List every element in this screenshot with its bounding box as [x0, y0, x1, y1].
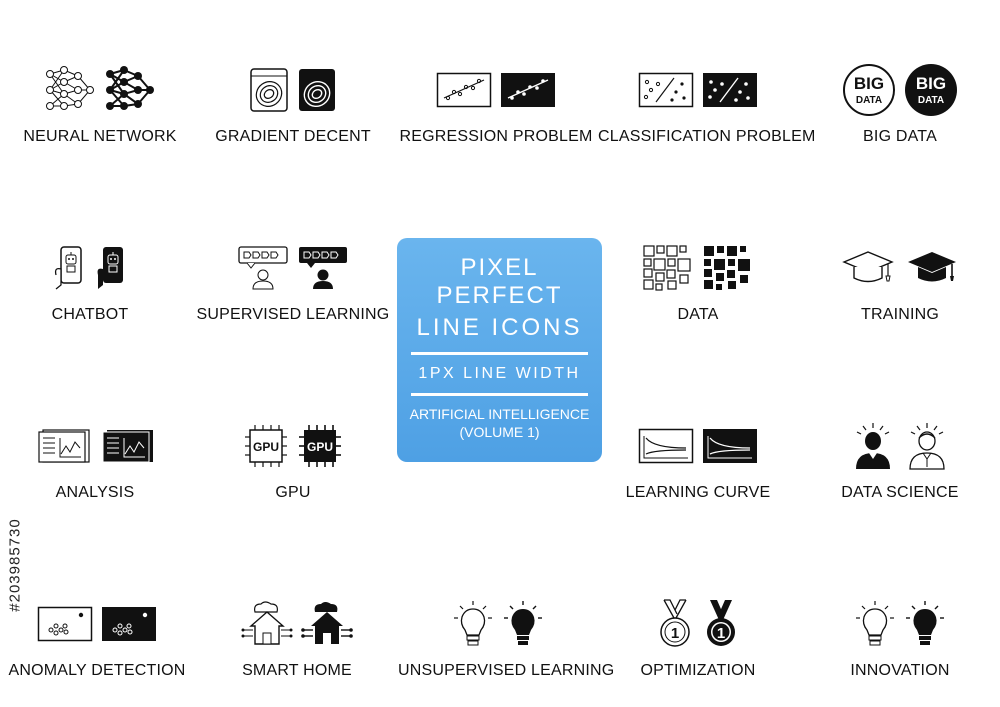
- icon-card-data: DATA: [598, 238, 798, 324]
- data-grid-icon: [702, 244, 754, 292]
- icon-label: GRADIENT DECENT: [215, 128, 371, 145]
- learning-curve-icon: [702, 428, 758, 464]
- neural-network-icon: [104, 66, 156, 114]
- gradient-descent-icon: [297, 67, 337, 113]
- lightbulb-icon: [904, 600, 946, 648]
- icon-label: SMART HOME: [242, 662, 352, 679]
- badge-bottom-text: DATA: [918, 95, 944, 106]
- icon-card-gradient-descent: GRADIENT DECENT: [193, 60, 393, 146]
- graduation-cap-icon: [840, 248, 896, 288]
- anomaly-detection-icon: [101, 606, 157, 642]
- stock-id-vertical: #203985730: [5, 470, 25, 660]
- icon-label: REGRESSION PROBLEM: [399, 128, 593, 145]
- regression-chart-icon: [500, 72, 556, 108]
- gpu-chip-icon: GPU: [297, 423, 343, 469]
- regression-chart-icon: [436, 72, 492, 108]
- classification-chart-icon: [702, 72, 758, 108]
- icon-label: TRAINING: [860, 306, 940, 323]
- icon-card-analysis: ANALYSIS: [0, 416, 195, 502]
- gpu-chip-icon: GPU: [243, 423, 289, 469]
- gradient-descent-icon: [249, 67, 289, 113]
- medal-icon: 1: [702, 598, 740, 650]
- icon-card-innovation: INNOVATION: [800, 594, 1000, 680]
- chip-text: GPU: [307, 440, 333, 454]
- icon-label: DATA: [677, 306, 719, 323]
- chatbot-phone-icon: [52, 245, 86, 291]
- analysis-document-icon: [99, 428, 155, 464]
- icon-card-supervised-learning: SUPERVISED LEARNING: [193, 238, 393, 324]
- big-data-badge-icon: BIG DATA: [904, 63, 958, 117]
- icon-card-regression-problem: REGRESSION PROBLEM: [396, 60, 596, 146]
- chatbot-phone-icon: [94, 245, 128, 291]
- icon-label: BIG DATA: [863, 128, 937, 145]
- icon-label: GPU: [275, 484, 311, 501]
- icon-label: ANOMALY DETECTION: [8, 662, 186, 679]
- icon-card-training: TRAINING: [800, 238, 1000, 324]
- chip-text: GPU: [253, 440, 279, 454]
- smart-home-icon: [241, 600, 293, 648]
- panel-volume: (VOLUME 1): [459, 424, 540, 440]
- supervised-learning-icon: [237, 245, 289, 291]
- data-grid-icon: [642, 244, 694, 292]
- icon-label: LEARNING CURVE: [625, 484, 771, 501]
- icon-label: SUPERVISED LEARNING: [196, 306, 390, 323]
- learning-curve-icon: [638, 428, 694, 464]
- classification-chart-icon: [638, 72, 694, 108]
- icon-card-gpu: GPU GPU GPU: [193, 416, 393, 502]
- title-panel: PIXEL PERFECT LINE ICONS 1PX LINE WIDTH …: [397, 238, 602, 462]
- neural-network-icon: [44, 66, 96, 114]
- lightbulb-icon: [854, 600, 896, 648]
- icon-card-chatbot: CHATBOT: [0, 238, 190, 324]
- icon-label: INNOVATION: [850, 662, 950, 679]
- icon-card-neural-network: NEURAL NETWORK: [0, 60, 200, 146]
- icon-card-data-science: DATA SCIENCE: [800, 416, 1000, 502]
- anomaly-detection-icon: [37, 606, 93, 642]
- icon-label: NEURAL NETWORK: [23, 128, 177, 145]
- icon-card-learning-curve: LEARNING CURVE: [598, 416, 798, 502]
- panel-divider: [411, 352, 588, 355]
- icon-label: OPTIMIZATION: [640, 662, 756, 679]
- panel-title-line-2: LINE ICONS: [416, 314, 583, 341]
- icon-label: DATA SCIENCE: [841, 484, 959, 501]
- data-scientist-icon: [850, 421, 896, 471]
- icon-card-anomaly-detection: ANOMALY DETECTION: [0, 594, 197, 680]
- badge-top-text: BIG: [916, 74, 946, 93]
- data-scientist-icon: [904, 421, 950, 471]
- medal-number: 1: [717, 625, 725, 642]
- panel-topic: ARTIFICIAL INTELLIGENCE: [409, 406, 590, 422]
- stock-id-text: #203985730: [6, 518, 24, 612]
- badge-bottom-text: DATA: [856, 95, 882, 106]
- supervised-learning-icon: [297, 245, 349, 291]
- icon-card-big-data: BIG DATA BIG DATA BIG DATA: [800, 60, 1000, 146]
- icon-card-smart-home: SMART HOME: [197, 594, 397, 680]
- icon-label: UNSUPERVISED LEARNING: [398, 662, 615, 679]
- icon-card-unsupervised-learning: UNSUPERVISED LEARNING: [398, 594, 615, 680]
- icon-label: CHATBOT: [51, 306, 129, 323]
- lightbulb-icon: [502, 600, 544, 648]
- analysis-document-icon: [35, 428, 91, 464]
- big-data-badge-icon: BIG DATA: [842, 63, 896, 117]
- icon-card-classification-problem: CLASSIFICATION PROBLEM: [598, 60, 816, 146]
- icon-card-optimization: 1 1 OPTIMIZATION: [598, 594, 798, 680]
- lightbulb-icon: [452, 600, 494, 648]
- badge-top-text: BIG: [854, 74, 884, 93]
- panel-subtitle: 1PX LINE WIDTH: [418, 365, 581, 382]
- medal-number: 1: [671, 625, 679, 642]
- smart-home-icon: [301, 600, 353, 648]
- panel-divider: [411, 393, 588, 396]
- icon-label: CLASSIFICATION PROBLEM: [598, 128, 816, 145]
- panel-title-line-1: PIXEL PERFECT: [436, 254, 563, 309]
- graduation-cap-icon: [904, 248, 960, 288]
- medal-icon: 1: [656, 598, 694, 650]
- icon-label: ANALYSIS: [55, 484, 135, 501]
